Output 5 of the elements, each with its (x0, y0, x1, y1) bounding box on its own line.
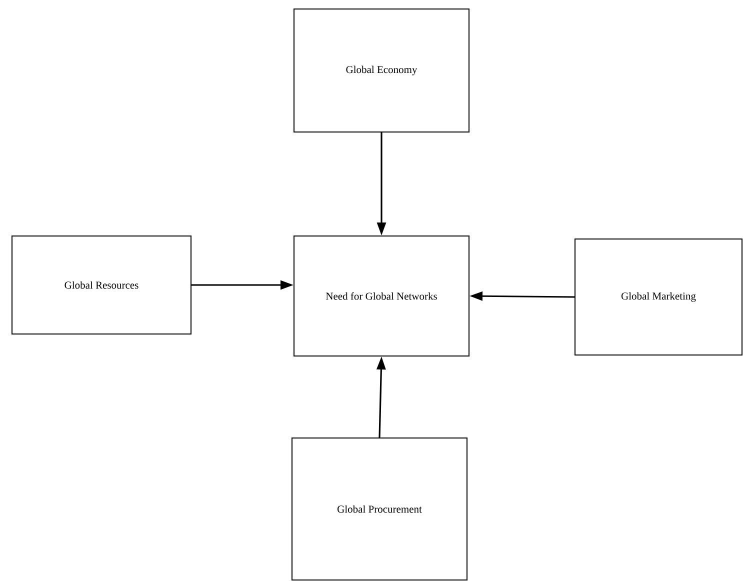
process-box: Need for Global Networks (294, 236, 470, 356)
process-box: Global Marketing (574, 238, 742, 356)
process-box: Global Economy (294, 8, 470, 132)
process-box: Global Procurement (292, 438, 468, 580)
process-box: Global Resources (12, 236, 192, 334)
